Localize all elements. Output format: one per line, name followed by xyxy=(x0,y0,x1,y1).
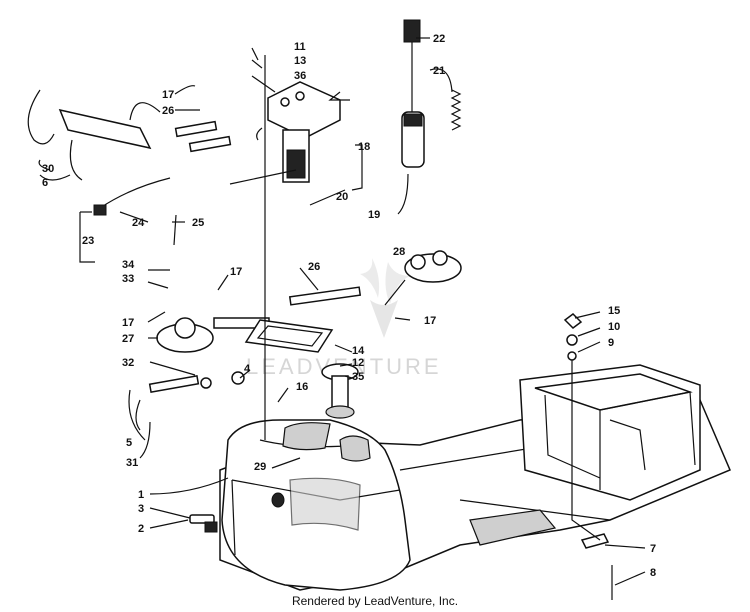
render-credit: Rendered by LeadVenture, Inc. xyxy=(291,594,459,608)
callout-30: 30 xyxy=(42,163,54,175)
callout-3: 3 xyxy=(138,503,144,515)
electric-fuel-pump xyxy=(401,19,462,168)
callout-4: 4 xyxy=(244,363,251,375)
callout-20: 20 xyxy=(336,191,348,203)
callout-12: 12 xyxy=(352,357,364,369)
mount-hardware xyxy=(563,313,613,600)
sender-gasket xyxy=(244,319,359,419)
callout-numbers: 11 13 36 22 21 17 26 18 30 6 20 19 24 25… xyxy=(42,33,656,579)
callout-26-top: 26 xyxy=(162,105,174,117)
callout-31: 31 xyxy=(126,457,138,469)
callout-18: 18 xyxy=(358,141,370,153)
callout-13: 13 xyxy=(294,55,306,67)
callout-25: 25 xyxy=(192,217,204,229)
vent-hose xyxy=(128,371,245,441)
callout-17-right: 17 xyxy=(424,315,436,327)
callout-1: 1 xyxy=(138,489,144,501)
fuel-pump-assembly xyxy=(256,81,341,183)
callout-26-mid: 26 xyxy=(308,261,320,273)
callout-24: 24 xyxy=(132,217,145,229)
drain-bolt xyxy=(189,514,218,533)
callout-35: 35 xyxy=(352,371,364,383)
fuel-lines xyxy=(27,89,232,246)
callout-5: 5 xyxy=(126,437,132,449)
callout-27: 27 xyxy=(122,333,134,345)
callout-19: 19 xyxy=(368,209,380,221)
callout-21: 21 xyxy=(433,65,445,77)
rear-console xyxy=(519,364,701,501)
callout-28: 28 xyxy=(393,246,405,258)
callout-32: 32 xyxy=(122,357,134,369)
leader-lines xyxy=(38,37,646,586)
callout-17-top: 17 xyxy=(162,89,174,101)
callout-36: 36 xyxy=(294,70,306,82)
callout-33: 33 xyxy=(122,273,134,285)
callout-29: 29 xyxy=(254,461,266,473)
callout-8: 8 xyxy=(650,567,656,579)
callout-34: 34 xyxy=(122,259,135,271)
callout-10: 10 xyxy=(608,321,620,333)
fuel-tank xyxy=(221,419,411,591)
callout-17-mid: 17 xyxy=(230,266,242,278)
callout-22: 22 xyxy=(433,33,445,45)
callout-11: 11 xyxy=(294,41,306,53)
callout-2: 2 xyxy=(138,523,144,535)
callout-9: 9 xyxy=(608,337,614,349)
callout-7: 7 xyxy=(650,543,656,555)
callout-6: 6 xyxy=(42,177,48,189)
callout-23: 23 xyxy=(82,235,94,247)
callout-17-left: 17 xyxy=(122,317,134,329)
watermark-logo xyxy=(360,258,410,338)
callout-15: 15 xyxy=(608,305,620,317)
fuel-regulator xyxy=(156,250,462,353)
callout-14: 14 xyxy=(352,345,365,357)
callout-16: 16 xyxy=(296,381,308,393)
